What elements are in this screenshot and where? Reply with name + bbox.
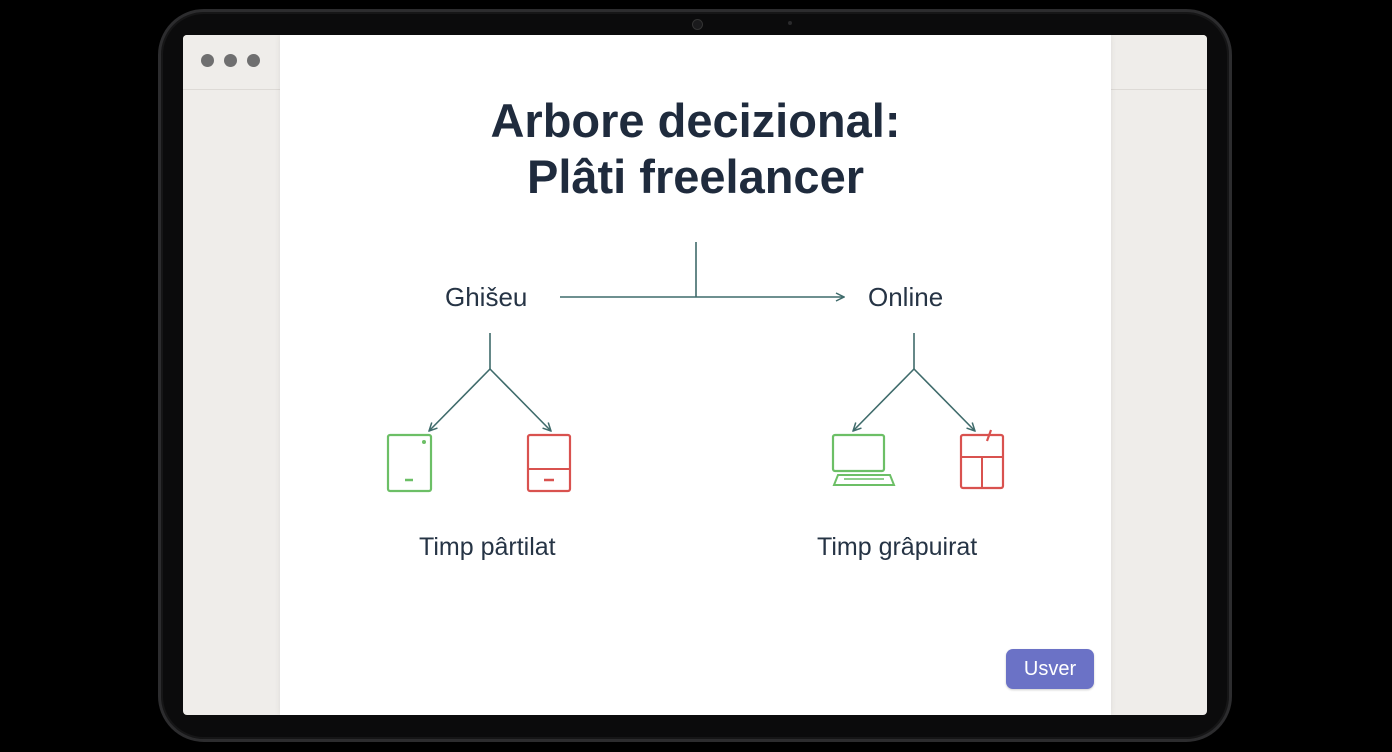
window-dot-icon[interactable] (247, 54, 260, 67)
page-title: Arbore decizional: Plâti freelancer (280, 93, 1111, 205)
window-dot-icon[interactable] (224, 54, 237, 67)
right-arrow-b (913, 368, 975, 431)
decision-tree-lines (280, 242, 1111, 715)
usver-button[interactable]: Usver (1006, 649, 1094, 689)
left-arrow-b (489, 368, 551, 431)
tablet-icon (386, 433, 433, 493)
left-branch-label: Ghišeu (445, 282, 528, 312)
title-line-2: Plâti freelancer (526, 150, 864, 203)
window-dot-icon[interactable] (201, 54, 214, 67)
device-icon (526, 433, 572, 493)
laptop-icon (831, 433, 896, 486)
document-page: Arbore decizional: Plâti freelancer Ghiš… (280, 35, 1111, 715)
right-arrow-a (853, 368, 915, 431)
left-arrow-a (429, 368, 491, 431)
screen: Arbore decizional: Plâti freelancer Ghiš… (183, 35, 1207, 715)
camera-icon (692, 19, 703, 30)
left-result-label: Timp pârtilat (419, 533, 556, 561)
title-line-1: Arbore decizional: (490, 94, 901, 147)
right-result-label: Timp grâpuirat (817, 533, 978, 561)
sensor-dot (788, 21, 792, 25)
card-icon (959, 429, 1005, 490)
right-branch-label: Online (868, 282, 944, 312)
